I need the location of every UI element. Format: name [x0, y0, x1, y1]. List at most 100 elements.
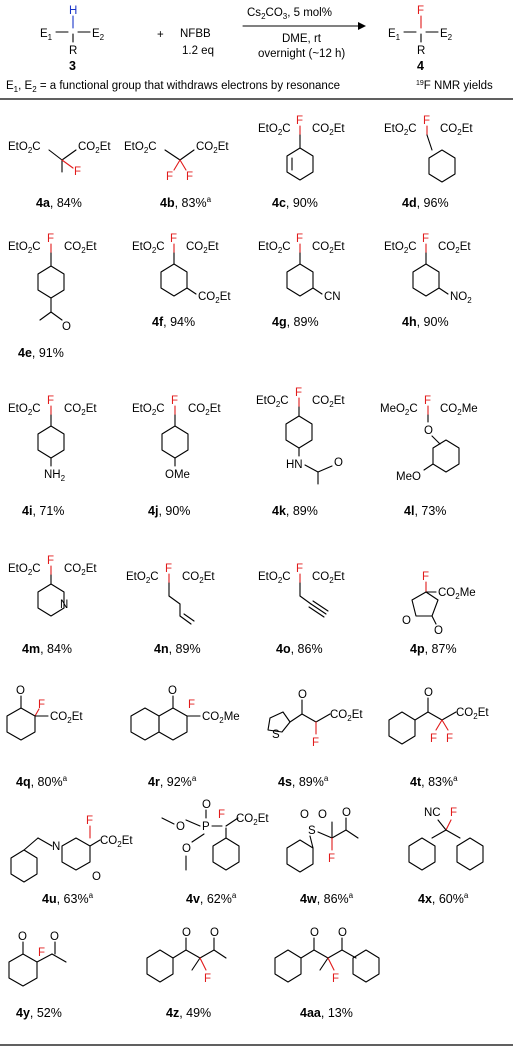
svg-text:F: F: [328, 853, 335, 865]
label-4d: 4d, 96%: [402, 196, 449, 210]
svg-text:EtO2C: EtO2C: [258, 123, 291, 137]
svg-text:EtO2C: EtO2C: [258, 241, 291, 255]
structure-4x: NC F: [408, 807, 484, 871]
svg-text:CO2Et: CO2Et: [196, 141, 229, 155]
structure-4w: O O S O F: [286, 807, 359, 873]
svg-text:O: O: [334, 457, 343, 469]
svg-text:OMe: OMe: [165, 469, 190, 481]
structure-4q: O F CO2Et: [6, 685, 83, 741]
structure-4k: EtO2C CO2Et F HN O: [256, 387, 345, 485]
structure-4aa: O O F: [274, 927, 380, 985]
reagent-equivalents: 1.2 eq: [182, 45, 214, 57]
svg-text:CO2Et: CO2Et: [330, 709, 363, 723]
label-4p: 4p, 87%: [410, 642, 457, 656]
e2-label: E2: [440, 28, 453, 42]
svg-text:O: O: [16, 685, 25, 697]
structure-4e: EtO2C CO2Et F O: [8, 233, 97, 333]
svg-text:CO2Et: CO2Et: [186, 241, 219, 255]
svg-text:EtO2C: EtO2C: [8, 403, 41, 417]
svg-text:F: F: [446, 733, 453, 745]
svg-text:F: F: [186, 171, 193, 183]
svg-text:O: O: [92, 871, 101, 883]
structure-4z: O O F: [146, 927, 227, 985]
time-conditions: overnight (~12 h): [258, 48, 345, 60]
label-4aa: 4aa, 13%: [300, 1006, 353, 1020]
svg-text:F: F: [165, 563, 172, 575]
svg-text:F: F: [423, 115, 430, 127]
svg-text:CO2Et: CO2Et: [456, 707, 489, 721]
svg-text:MeO: MeO: [396, 471, 421, 483]
svg-text:F: F: [74, 166, 81, 178]
label-4u: 4u, 63%a: [42, 891, 94, 906]
svg-text:F: F: [312, 737, 319, 749]
svg-text:CO2Et: CO2Et: [188, 403, 221, 417]
svg-text:CO2Et: CO2Et: [182, 571, 215, 585]
svg-text:EtO2C: EtO2C: [126, 571, 159, 585]
svg-text:F: F: [430, 733, 437, 745]
e1-label: E1: [388, 28, 401, 42]
svg-text:F: F: [170, 233, 177, 245]
structure-4m: EtO2C CO2Et F N: [8, 555, 97, 617]
e1-label: E1: [40, 28, 53, 42]
svg-text:O: O: [342, 807, 351, 819]
structure-4s: S O CO2Et F: [267, 689, 363, 749]
reagent-name: NFBB: [180, 28, 211, 40]
svg-text:O: O: [210, 927, 219, 939]
structure-4l: MeO2C CO2Me F O MeO: [380, 395, 478, 483]
label-4w: 4w, 86%a: [300, 891, 354, 906]
svg-text:CO2Et: CO2Et: [100, 835, 133, 849]
structure-4i: EtO2C CO2Et F NH2: [8, 395, 97, 483]
svg-text:F: F: [295, 387, 302, 399]
svg-text:O: O: [62, 321, 71, 333]
svg-text:F: F: [296, 115, 303, 127]
svg-text:F: F: [171, 395, 178, 407]
svg-text:MeO2C: MeO2C: [380, 403, 418, 417]
svg-text:N: N: [60, 599, 68, 611]
svg-text:F: F: [38, 947, 45, 959]
structure-4b: EtO2C CO2Et F F: [124, 141, 229, 183]
svg-text:EtO2C: EtO2C: [132, 241, 165, 255]
svg-text:S: S: [272, 729, 280, 741]
label-4v: 4v, 62%a: [186, 891, 237, 906]
svg-text:EtO2C: EtO2C: [258, 571, 291, 585]
label-4q: 4q, 80%a: [16, 774, 68, 789]
yield-note: 19F NMR yields: [416, 80, 493, 92]
svg-text:O: O: [298, 689, 307, 701]
svg-text:O: O: [50, 931, 59, 943]
label-4b: 4b, 83%a: [160, 195, 212, 210]
svg-text:O: O: [402, 615, 411, 627]
svg-text:CO2Et: CO2Et: [312, 395, 345, 409]
catalyst-conditions: Cs2CO3, 5 mol%: [247, 7, 332, 21]
svg-text:CN: CN: [324, 291, 341, 303]
svg-text:CO2Et: CO2Et: [78, 141, 111, 155]
svg-text:CO2Et: CO2Et: [64, 563, 97, 577]
structure-4v: O P O O F CO2Et: [161, 799, 269, 871]
svg-text:EtO2C: EtO2C: [256, 395, 289, 409]
structure-4d: EtO2C CO2Et F: [384, 115, 473, 183]
svg-text:O: O: [182, 843, 191, 855]
solvent-conditions: DME, rt: [282, 33, 322, 45]
svg-text:CO2Et: CO2Et: [198, 291, 231, 305]
svg-text:O: O: [176, 821, 185, 833]
label-4j: 4j, 90%: [148, 504, 190, 518]
structure-4g: EtO2C CO2Et F CN: [258, 233, 345, 303]
svg-text:O: O: [424, 425, 433, 437]
label-4c: 4c, 90%: [272, 196, 318, 210]
structure-4n: EtO2C CO2Et F: [126, 563, 215, 625]
svg-text:CO2Me: CO2Me: [438, 587, 476, 601]
svg-text:P: P: [202, 821, 210, 833]
structure-4c: EtO2C CO2Et F: [258, 115, 345, 181]
label-4g: 4g, 89%: [272, 315, 319, 329]
svg-text:F: F: [204, 973, 211, 985]
label-4s: 4s, 89%a: [278, 774, 329, 789]
e2-label: E2: [92, 28, 105, 42]
r-group-label: R: [417, 45, 425, 57]
svg-text:F: F: [166, 171, 173, 183]
structure-4r: O F CO2Me: [130, 685, 240, 741]
label-4r: 4r, 92%a: [148, 774, 197, 789]
label-4z: 4z, 49%: [166, 1006, 211, 1020]
svg-text:O: O: [434, 625, 443, 637]
structure-4a: EtO2C CO2Et F: [8, 141, 111, 178]
svg-text:O: O: [300, 809, 309, 821]
